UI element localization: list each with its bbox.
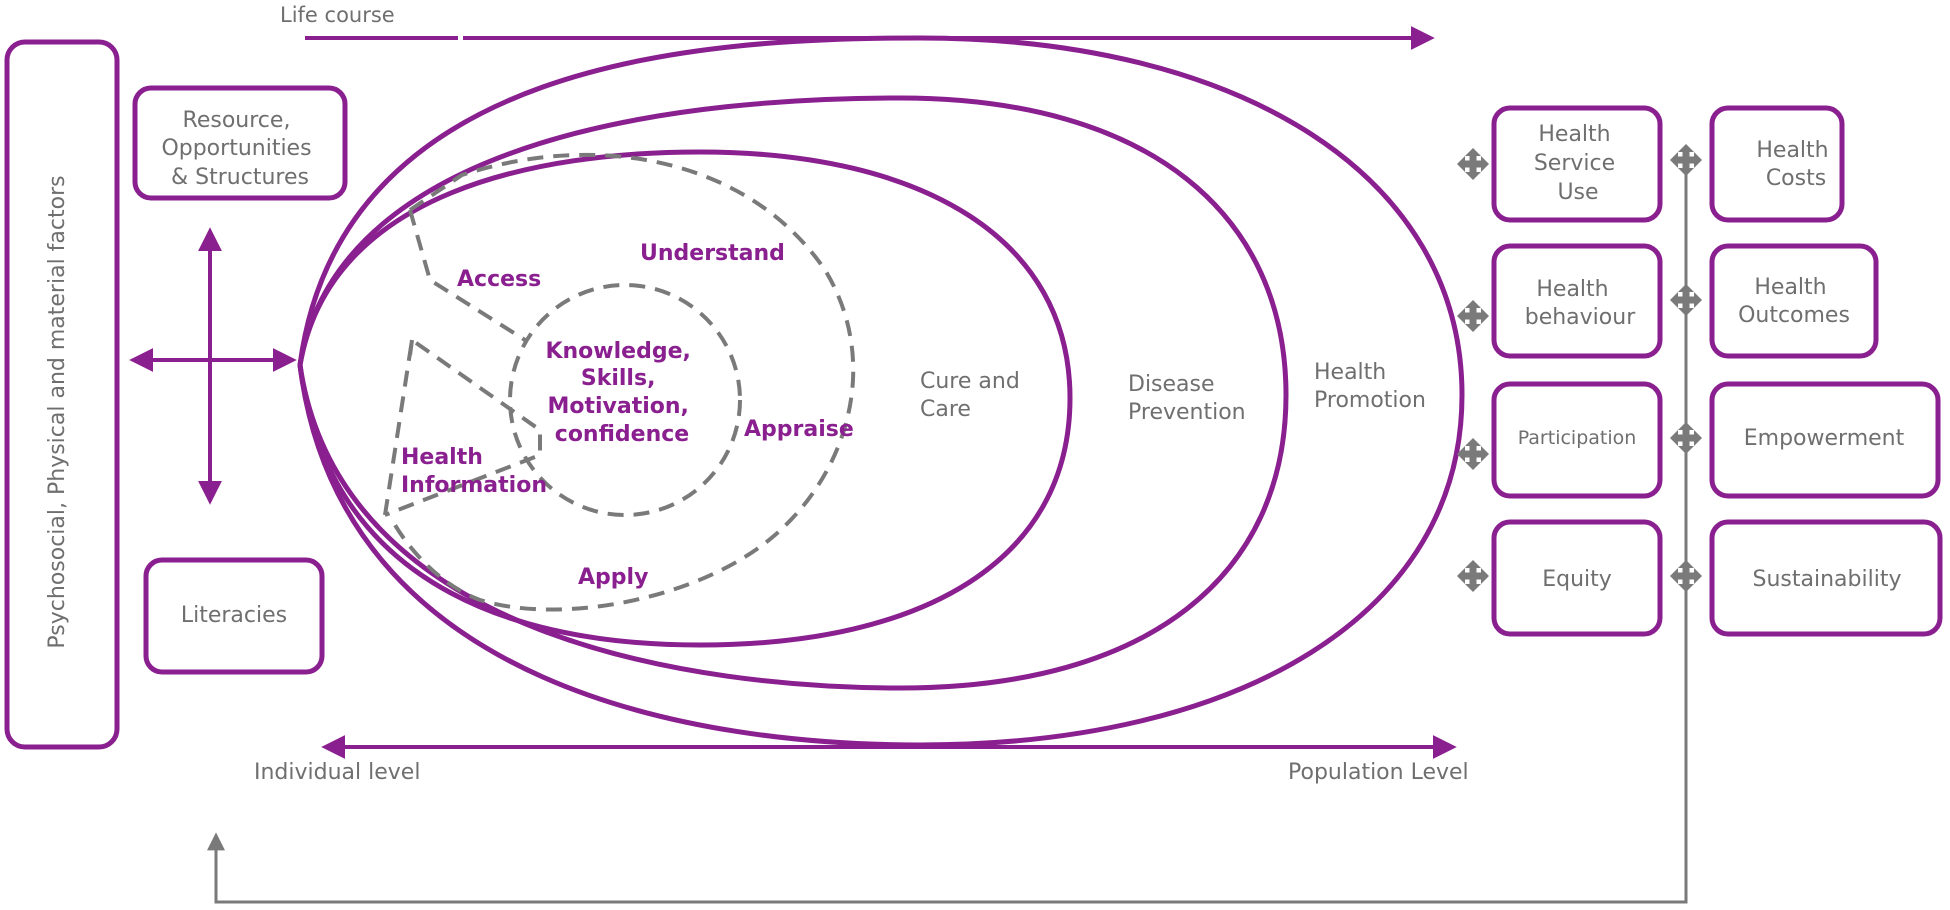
svg-text:Health Service Use: Health Service Use: [1534, 122, 1622, 205]
population-level-label: Population Level: [1288, 760, 1469, 785]
move-icons: [1457, 144, 1702, 592]
four-way-arrow-icon: [1457, 148, 1489, 180]
svg-text:Disease Prevention: Disease Prevention: [1128, 372, 1246, 425]
health-information-line-1: Health: [401, 445, 483, 470]
participation-label: Participation: [1518, 427, 1637, 449]
health-outcomes-box: [1709, 243, 1879, 359]
literacies-box: [143, 557, 325, 675]
literacy-cycle: [383, 152, 856, 612]
four-way-arrow-icon: [1670, 284, 1702, 316]
left-factors-panel: Psychosocial, Physical and material fact…: [4, 39, 120, 750]
health-promotion-line-2: Promotion: [1314, 388, 1426, 413]
resource-line-2: Opportunities: [161, 136, 311, 161]
level-axis: Individual level Population Level: [254, 735, 1469, 785]
participation-box: [1491, 381, 1663, 499]
cure-care-line-2: Care: [920, 397, 971, 422]
health-information-line-2: Information: [401, 473, 547, 498]
four-way-arrow-icon: [1670, 560, 1702, 592]
health-service-use-line-1: Health: [1538, 122, 1610, 147]
health-behaviour-box: [1491, 243, 1663, 359]
equity-label: Equity: [1542, 567, 1612, 592]
access-label: Access: [457, 267, 541, 292]
empowerment-box: [1709, 381, 1941, 499]
life-course-label: Life course: [280, 3, 395, 27]
health-costs-box: [1709, 105, 1845, 223]
core-line-2: Skills,: [581, 366, 656, 391]
four-way-arrow-icon: [1457, 300, 1489, 332]
four-way-arrow-icon: [1670, 422, 1702, 454]
health-information-edge: [408, 339, 414, 356]
health-service-use-box: [1491, 105, 1663, 223]
health-service-use-line-2: Service: [1534, 151, 1615, 176]
health-promotion-ellipse: [297, 35, 1465, 748]
life-course-axis: Life course: [280, 3, 1435, 50]
health-behaviour-line-2: behaviour: [1525, 305, 1636, 330]
empowerment-label: Empowerment: [1744, 426, 1905, 451]
resource-line-1: Resource,: [183, 108, 291, 133]
svg-text:Health Costs: Health Costs: [1756, 138, 1835, 191]
understand-label: Understand: [640, 241, 785, 266]
equity-box: [1491, 519, 1663, 637]
individual-level-label: Individual level: [254, 760, 420, 785]
core-line-3: Motivation,: [547, 394, 688, 419]
cross-arrows: [129, 227, 297, 505]
health-information-wedge: [383, 336, 542, 517]
svg-text:Health behaviour: Health behaviour: [1525, 277, 1636, 330]
outcomes-right-column: Health Costs Health Outcomes Empowerment…: [1709, 105, 1943, 637]
health-promotion-line-1: Health: [1314, 360, 1386, 385]
four-way-arrow-icon: [1670, 144, 1702, 176]
core-line-4: confidence: [555, 422, 689, 447]
feedback-connector: [207, 172, 1688, 904]
four-way-arrow-icon: [1457, 438, 1489, 470]
feedback-line: [207, 172, 1688, 904]
svg-text:Health Outcomes: Health Outcomes: [1738, 275, 1850, 328]
nested-ellipses: [297, 35, 1465, 748]
health-outcomes-line-1: Health: [1754, 275, 1826, 300]
disease-prevention-line-1: Disease: [1128, 372, 1215, 397]
resource-box: [132, 85, 348, 201]
resource-box-group: Resource, Opportunities & Structures: [132, 85, 348, 201]
health-service-use-line-3: Use: [1557, 180, 1598, 205]
svg-text:Resource, Opportunities: Resource, Opportunities & Structures: [161, 108, 318, 190]
literacy-labels: Access Understand Appraise Apply Health …: [401, 241, 854, 590]
svg-text:Cure and Care: Cure and Care: [920, 369, 1027, 422]
inner-dashed-circle: [508, 283, 742, 517]
sustainability-label: Sustainability: [1753, 567, 1902, 592]
disease-prevention-ellipse: [297, 95, 1289, 691]
outcomes-left-column: Health Service Use Health behaviour Part…: [1491, 105, 1663, 637]
cure-and-care-ellipse: [297, 149, 1073, 648]
health-costs-line-2: Costs: [1766, 166, 1826, 191]
literacies-label: Literacies: [181, 603, 287, 628]
resource-line-3: & Structures: [171, 165, 309, 190]
svg-text:Health Information: Health Information: [401, 445, 547, 498]
ellipse-labels: Cure and Care Disease Prevention Health …: [920, 360, 1426, 425]
factors-vertical-label: Psychosocial, Physical and material fact…: [45, 175, 70, 648]
apply-label: Apply: [578, 565, 648, 590]
disease-prevention-line-2: Prevention: [1128, 400, 1246, 425]
health-outcomes-line-2: Outcomes: [1738, 303, 1850, 328]
svg-text:Health Promotion: Health Promotion: [1314, 360, 1426, 413]
four-way-arrow-icon: [1457, 560, 1489, 592]
core-line-1: Knowledge,: [545, 339, 690, 364]
literacies-box-group: Literacies: [143, 557, 325, 675]
health-costs-line-1: Health: [1756, 138, 1828, 163]
svg-text:Knowledge, Skills,: Knowledge, Skills, Motivation, confidenc…: [545, 339, 698, 447]
outer-dashed-arc: [393, 152, 856, 612]
factors-box: [4, 39, 120, 750]
cure-care-line-1: Cure and: [920, 369, 1020, 394]
appraise-label: Appraise: [744, 417, 854, 442]
sustainability-box: [1709, 519, 1943, 637]
health-behaviour-line-1: Health: [1536, 277, 1608, 302]
